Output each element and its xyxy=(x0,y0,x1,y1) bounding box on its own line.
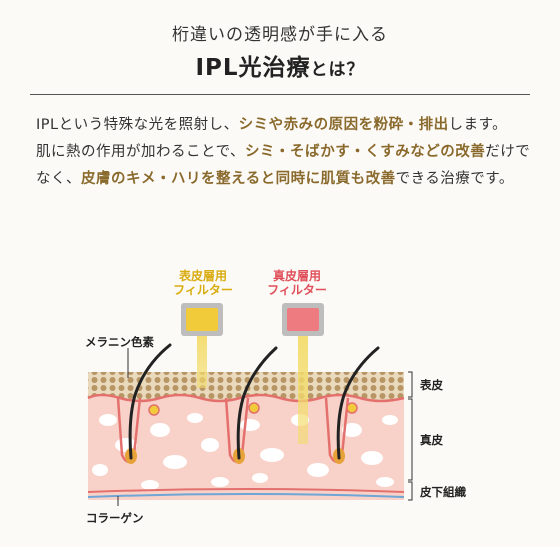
label-melanin: メラニン色素 xyxy=(85,335,154,349)
desc-highlight: シミ・そばかす・くすみなどの改善 xyxy=(244,144,486,160)
desc-text: します。 xyxy=(448,117,508,133)
filter-label-line: フィルター xyxy=(173,283,233,297)
page-title: IPL光治療とは？ xyxy=(0,48,560,82)
filter-label-dermis: 真皮層用 フィルター xyxy=(252,269,342,297)
filter-device-dermis xyxy=(282,303,324,336)
desc-text: だけでなく、 xyxy=(36,144,531,187)
filter-label-epidermis: 表皮層用 フィルター xyxy=(158,269,248,297)
title-main: IPL光治療 xyxy=(195,55,311,81)
bracket-subcutis xyxy=(408,481,413,501)
hair-shafts xyxy=(128,343,380,460)
beam-dermis xyxy=(298,336,308,444)
label-subcutis: 皮下組織 xyxy=(420,485,466,499)
label-collagen: コラーゲン xyxy=(86,511,144,525)
description: IPLという特殊な光を照射し、シミや赤みの原因を粉砕・排出します。 肌に熱の作用… xyxy=(36,112,536,193)
bracket-dermis xyxy=(408,398,413,481)
filter-label-line: 表皮層用 xyxy=(178,269,227,283)
filter-label-line: フィルター xyxy=(267,283,327,297)
label-dermis: 真皮 xyxy=(420,433,443,447)
sebaceous-glands xyxy=(148,402,358,416)
desc-text: できる治療です。 xyxy=(395,171,514,187)
title-suffix: とは？ xyxy=(310,60,365,80)
desc-highlight: 皮膚のキメ・ハリを整えると同時に肌質も改善 xyxy=(81,171,396,187)
desc-highlight: シミや赤みの原因を粉砕・排出 xyxy=(238,117,449,133)
label-epidermis: 表皮 xyxy=(420,378,443,392)
bracket-epidermis xyxy=(408,371,413,398)
page-subtitle: 桁違いの透明感が手に入る xyxy=(172,25,388,45)
filter-device-epidermis xyxy=(181,303,223,336)
desc-text: IPLという特殊な光を照射し、 xyxy=(36,117,239,133)
divider xyxy=(30,94,530,95)
desc-text: 肌に熱の作用が加わることで、 xyxy=(36,144,245,160)
beam-epidermis xyxy=(197,336,207,388)
filter-label-line: 真皮層用 xyxy=(272,269,321,283)
